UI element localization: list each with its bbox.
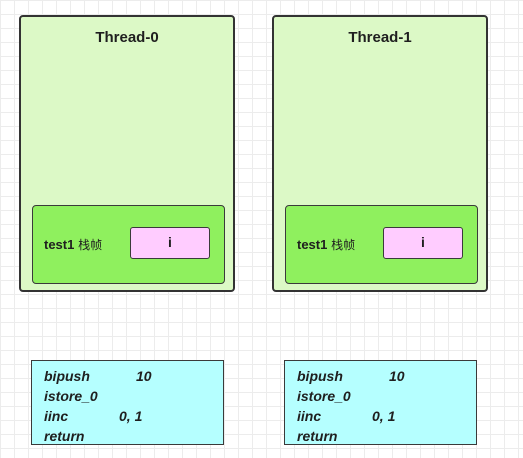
thread-0-local-variable: i xyxy=(130,227,210,259)
bytecode-op: iinc xyxy=(44,408,69,424)
thread-1-frame-label: test1 栈帧 xyxy=(297,236,355,253)
bytecode-line: istore_0 xyxy=(297,386,476,406)
bytecode-op: iinc xyxy=(297,408,322,424)
bytecode-op: return xyxy=(44,428,85,444)
bytecode-arg: 10 xyxy=(389,368,405,384)
thread-1-stack-frame: test1 栈帧 i xyxy=(285,205,478,284)
thread-1-bytecode: bipush 10 istore_0 iinc 0, 1 return xyxy=(284,360,477,445)
thread-0-title: Thread-0 xyxy=(95,29,159,46)
bytecode-op: istore_0 xyxy=(297,388,351,404)
thread-1-title: Thread-1 xyxy=(348,29,412,46)
bytecode-arg: 10 xyxy=(136,368,152,384)
thread-0-stack-frame: test1 栈帧 i xyxy=(32,205,225,284)
bytecode-arg: 0, 1 xyxy=(119,408,143,424)
thread-0-bytecode: bipush 10 istore_0 iinc 0, 1 return xyxy=(31,360,224,445)
bytecode-line: return xyxy=(297,426,476,446)
bytecode-line: iinc 0, 1 xyxy=(297,406,476,426)
bytecode-op: return xyxy=(297,428,338,444)
bytecode-op: bipush xyxy=(297,368,343,384)
bytecode-op: bipush xyxy=(44,368,90,384)
bytecode-line: iinc 0, 1 xyxy=(44,406,223,426)
bytecode-arg: 0, 1 xyxy=(372,408,396,424)
bytecode-line: return xyxy=(44,426,223,446)
thread-1-box: Thread-1 test1 栈帧 i xyxy=(272,15,488,292)
bytecode-line: bipush 10 xyxy=(44,366,223,386)
bytecode-op: istore_0 xyxy=(44,388,98,404)
thread-0-box: Thread-0 test1 栈帧 i xyxy=(19,15,235,292)
thread-0-frame-method: test1 xyxy=(44,237,75,252)
thread-0-frame-label: test1 栈帧 xyxy=(44,236,102,253)
bytecode-line: istore_0 xyxy=(44,386,223,406)
thread-1-local-variable: i xyxy=(383,227,463,259)
thread-0-frame-suffix: 栈帧 xyxy=(74,238,103,252)
thread-1-frame-suffix: 栈帧 xyxy=(327,238,356,252)
bytecode-line: bipush 10 xyxy=(297,366,476,386)
thread-1-frame-method: test1 xyxy=(297,237,328,252)
